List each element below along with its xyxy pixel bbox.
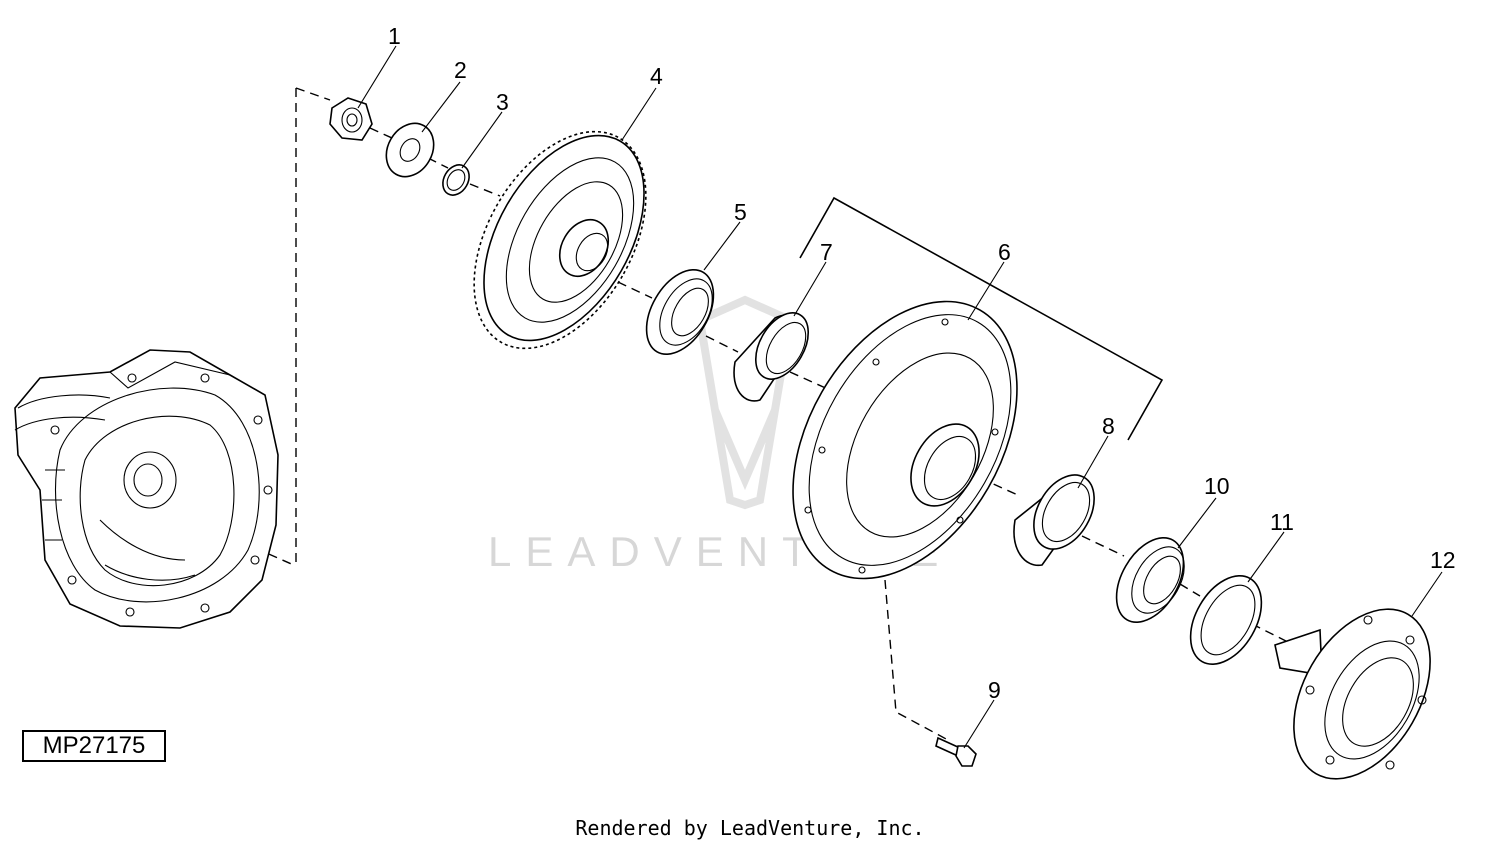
callout-1: 1 — [388, 23, 401, 49]
part-12-hub — [1274, 608, 1431, 780]
callout-6: 6 — [998, 239, 1011, 265]
callout-2: 2 — [454, 57, 467, 83]
callout-8: 8 — [1102, 413, 1115, 439]
part-8-cup — [1013, 474, 1095, 567]
part-10-bearing — [1115, 536, 1185, 624]
part-5-bearing — [645, 268, 715, 356]
part-1-nut — [329, 97, 373, 141]
callout-9: 9 — [988, 677, 1001, 703]
callout-3: 3 — [496, 89, 509, 115]
render-credit: Rendered by LeadVenture, Inc. — [575, 816, 925, 840]
transmission-housing — [14, 349, 279, 629]
part-2-washer — [385, 122, 435, 178]
callout-numbers: 1 2 3 4 5 7 6 8 9 10 11 12 — [388, 23, 1456, 703]
callout-11: 11 — [1270, 509, 1294, 535]
part-11-seal — [1189, 575, 1263, 665]
part-3-ring — [442, 164, 470, 196]
part-7-cup — [733, 312, 810, 402]
callout-5: 5 — [734, 199, 747, 225]
figure-id-label: MP27175 — [22, 730, 166, 762]
callout-12: 12 — [1430, 547, 1456, 573]
part-6-carrier — [792, 300, 1018, 580]
callout-7: 7 — [820, 239, 833, 265]
callout-10: 10 — [1204, 473, 1230, 499]
bracket-6 — [799, 196, 1164, 441]
part-4-gear — [473, 130, 647, 350]
watermark-logo — [695, 295, 795, 510]
part-9-bolt — [935, 736, 977, 767]
callout-leaders — [357, 45, 1443, 749]
callout-4: 4 — [650, 63, 663, 89]
